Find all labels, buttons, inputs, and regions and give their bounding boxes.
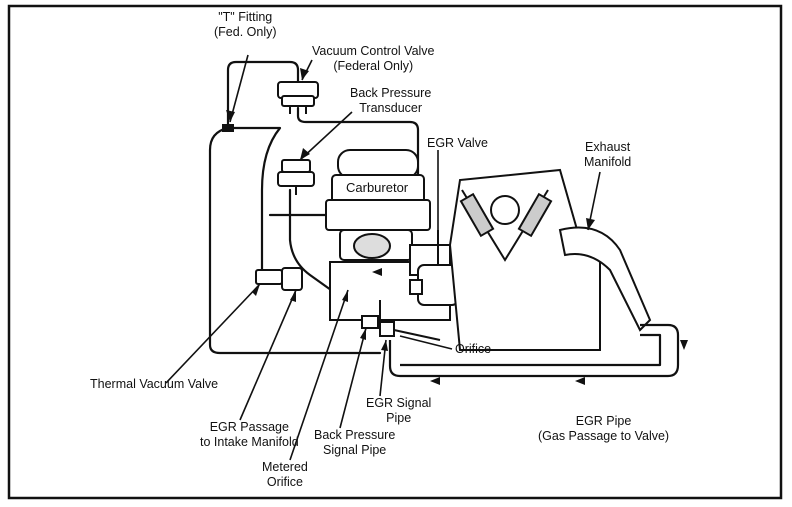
vacuum-control-valve bbox=[277, 81, 319, 114]
t-fitting bbox=[222, 124, 234, 132]
label-egr-valve: EGR Valve bbox=[427, 136, 488, 150]
egr-pipe bbox=[388, 323, 680, 378]
leader-egr-passage bbox=[239, 289, 297, 421]
vacuum-hose-left bbox=[208, 126, 382, 355]
leader-arrowheads bbox=[226, 68, 595, 351]
engine-block bbox=[448, 168, 601, 351]
vacuum-hose-upper bbox=[226, 60, 300, 130]
carburetor bbox=[325, 149, 431, 261]
vacuum-hose-tvv bbox=[226, 126, 282, 280]
leader-metered-orifice bbox=[289, 289, 349, 461]
diagram-frame bbox=[7, 4, 783, 500]
vacuum-hose-right bbox=[296, 106, 420, 232]
leader-bpt bbox=[299, 111, 353, 161]
leader-tvv bbox=[165, 283, 261, 384]
label-thermal-vacuum-valve: Thermal Vacuum Valve bbox=[90, 377, 219, 391]
thermal-vacuum-valve bbox=[255, 267, 303, 291]
label-vacuum-control-valve: Vacuum Control Valve(Federal Only) bbox=[312, 44, 435, 73]
label-egr-pipe: EGR Pipe(Gas Passage to Valve) bbox=[538, 414, 670, 443]
back-pressure-transducer bbox=[277, 159, 315, 195]
label-orifice: Orifice bbox=[455, 342, 492, 356]
orifice-fittings bbox=[361, 300, 441, 341]
leader-bp-signal-pipe bbox=[339, 327, 367, 429]
label-t-fitting: "T" Fitting(Fed. Only) bbox=[214, 10, 277, 39]
label-carburetor: Carburetor bbox=[344, 180, 411, 195]
vacuum-hose-transducer bbox=[288, 188, 347, 302]
egr-pipe-inner bbox=[400, 333, 662, 367]
leader-t-fitting bbox=[229, 54, 249, 123]
flow-arrows bbox=[372, 268, 688, 385]
leader-orifice bbox=[399, 335, 453, 350]
